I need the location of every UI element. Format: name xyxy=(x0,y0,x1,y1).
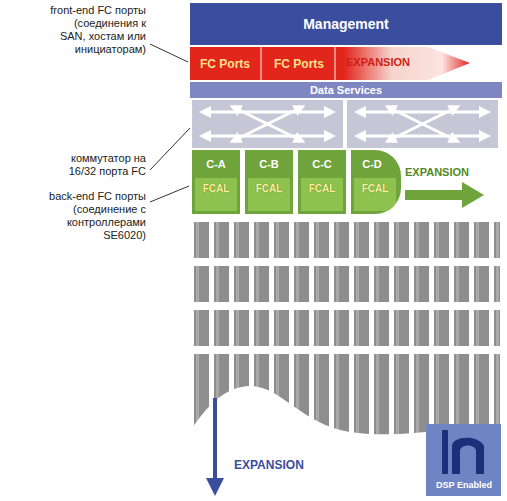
callout-text: коммутатор на 16/32 порта FC xyxy=(66,152,146,178)
disk-row-expanding xyxy=(192,354,500,434)
band-label: Data Services xyxy=(310,84,382,96)
loop-label: FCAL xyxy=(301,178,343,211)
band-label: FC Ports xyxy=(200,57,250,71)
logo-badge xyxy=(426,424,501,496)
fc-ports-box: FC Ports xyxy=(190,47,262,80)
callout-text: front-end FC порты (соединения к SAN, хо… xyxy=(48,4,146,56)
logo-text: DSP Enabled xyxy=(428,480,500,491)
switch-box xyxy=(347,100,498,148)
logo-mark xyxy=(442,430,484,474)
controller-name: C-B xyxy=(245,150,293,178)
loop-label: FCAL xyxy=(354,178,396,211)
controller-name: C-A xyxy=(192,150,240,178)
controller-box: C-CFCAL xyxy=(298,150,346,214)
switch-box xyxy=(192,100,343,148)
front-end-band xyxy=(190,47,470,80)
management-band: Management xyxy=(190,3,502,45)
leader-lines xyxy=(150,44,190,202)
expansion-arrowhead xyxy=(206,478,224,496)
expansion-label: EXPANSION xyxy=(346,56,426,69)
controller-box: C-BFCAL xyxy=(245,150,293,214)
expansion-label: EXPANSION xyxy=(234,458,344,472)
controller-box: C-DFCAL xyxy=(351,150,401,214)
band-label: Management xyxy=(303,16,389,32)
expansion-arrow xyxy=(405,182,484,208)
controller-name: C-C xyxy=(298,150,346,178)
expansion-arrow xyxy=(213,398,217,482)
expansion-label: EXPANSION xyxy=(405,166,495,179)
disk-row xyxy=(192,310,500,346)
controller-box: C-AFCAL xyxy=(192,150,240,214)
disk-row xyxy=(192,266,500,302)
switch-arrows xyxy=(205,108,485,140)
loop-label: FCAL xyxy=(248,178,290,211)
controller-name: C-D xyxy=(351,150,393,178)
loop-label: FCAL xyxy=(195,178,237,211)
callout-text: back-end FC порты (соединение с контролл… xyxy=(48,190,146,242)
fc-ports-box: FC Ports xyxy=(264,47,336,80)
band-label: FC Ports xyxy=(274,57,324,71)
disk-row xyxy=(192,222,500,258)
data-services-band: Data Services xyxy=(190,82,502,98)
